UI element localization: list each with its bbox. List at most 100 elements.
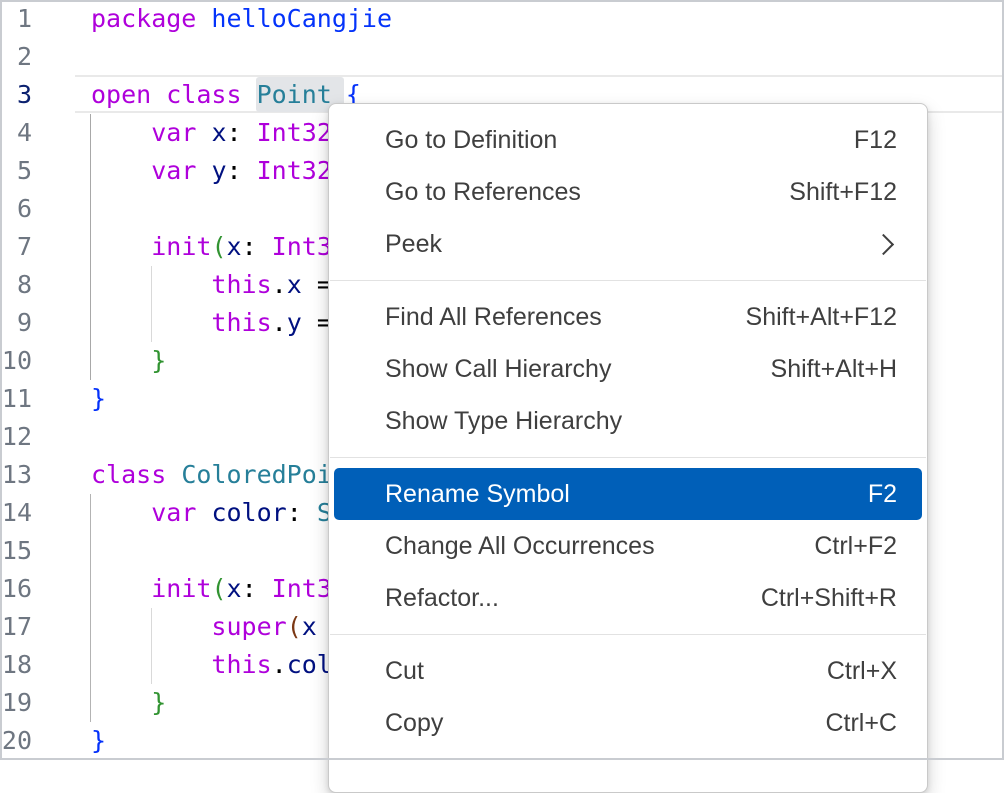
code-token: class [91, 460, 182, 489]
line-number: 17 [1, 612, 32, 641]
code-line-text: var y: Int32 [91, 152, 332, 190]
menu-item-label: Show Call Hierarchy [385, 354, 612, 383]
menu-separator [330, 280, 926, 281]
code-token [91, 156, 151, 185]
menu-item-shortcut: Ctrl+F2 [814, 531, 897, 560]
code-token: x [286, 270, 302, 299]
menu-group-references: Find All References Shift+Alt+F12 Show C… [334, 291, 922, 447]
code-token: : [241, 574, 272, 603]
code-token [91, 346, 151, 375]
menu-item-cut[interactable]: Cut Ctrl+X [334, 645, 922, 697]
menu-item-go-to-definition[interactable]: Go to Definition F12 [334, 114, 922, 166]
indent-guide [151, 608, 152, 684]
code-line: 10 } [0, 342, 1004, 380]
code-line-text: package helloCangjie [91, 0, 392, 38]
line-number: 2 [16, 42, 32, 71]
code-line: 2 [0, 38, 1004, 76]
line-number: 12 [1, 422, 32, 451]
code-token: Int3 [271, 574, 332, 603]
menu-item-rename-symbol[interactable]: Rename Symbol F2 [334, 468, 922, 520]
code-line-text: this.col [91, 646, 332, 684]
line-number: 11 [1, 384, 32, 413]
code-line-text: open class Point { [91, 76, 361, 114]
code-token: x [301, 612, 317, 641]
code-token: x [211, 118, 227, 147]
line-number: 18 [1, 650, 32, 679]
code-token: ( [286, 612, 302, 641]
code-token: : [286, 498, 317, 527]
code-token [91, 688, 151, 717]
menu-item-show-call-hierarchy[interactable]: Show Call Hierarchy Shift+Alt+H [334, 343, 922, 395]
code-token: Int3 [271, 232, 332, 261]
code-line-text: } [91, 342, 166, 380]
code-line: 20} [0, 722, 1004, 760]
menu-item-shortcut: Shift+F12 [789, 177, 897, 206]
code-token: helloCangjie [211, 4, 393, 33]
menu-item-peek[interactable]: Peek [334, 218, 922, 270]
code-line: 4 var x: Int32 [0, 114, 1004, 152]
menu-item-copy[interactable]: Copy Ctrl+C [334, 697, 922, 749]
line-number: 5 [16, 156, 32, 185]
code-token: { [345, 80, 361, 109]
code-token: : [241, 232, 272, 261]
line-number: 14 [1, 498, 32, 527]
code-line: 14 var color: S [0, 494, 1004, 532]
code-line: 17 super(x [0, 608, 1004, 646]
code-line-text: init(x: Int3 [91, 228, 332, 266]
line-number: 7 [16, 232, 32, 261]
line-number: 6 [16, 194, 32, 223]
code-token: open class [91, 80, 257, 109]
code-token: . [271, 308, 287, 337]
menu-item-shortcut: F2 [867, 479, 897, 508]
menu-item-shortcut: F12 [853, 125, 897, 154]
line-number: 4 [16, 118, 32, 147]
indent-guide [90, 114, 91, 380]
code-line: 11} [0, 380, 1004, 418]
line-number: 1 [16, 4, 32, 33]
code-line-text: } [91, 380, 106, 418]
menu-item-label: Change All Occurrences [385, 531, 655, 560]
menu-item-shortcut: Ctrl+Shift+R [760, 583, 897, 612]
menu-item-label: Copy [385, 708, 444, 737]
code-token: init [151, 574, 212, 603]
menu-item-find-all-references[interactable]: Find All References Shift+Alt+F12 [334, 291, 922, 343]
code-token: color [211, 498, 287, 527]
menu-item-refactor[interactable]: Refactor... Ctrl+Shift+R [334, 572, 922, 624]
menu-item-show-type-hierarchy[interactable]: Show Type Hierarchy [334, 395, 922, 447]
code-line-text: } [91, 684, 166, 722]
code-line-text: this.y = [91, 304, 331, 342]
code-token: x [226, 232, 242, 261]
menu-group-navigation: Go to Definition F12 Go to References Sh… [334, 114, 922, 270]
line-number: 20 [1, 726, 32, 755]
code-line: 12 [0, 418, 1004, 456]
code-token: var [151, 498, 212, 527]
code-token: var [151, 156, 212, 185]
line-number: 15 [1, 536, 32, 565]
menu-item-label: Cut [385, 656, 424, 685]
menu-separator [330, 457, 926, 458]
code-token: this [211, 650, 272, 679]
code-token [91, 612, 211, 641]
code-token: . [271, 270, 287, 299]
code-token: . [271, 650, 287, 679]
code-token: col [286, 650, 332, 679]
code-token: : [226, 156, 257, 185]
code-token: this [211, 308, 272, 337]
line-number: 9 [16, 308, 32, 337]
menu-item-label: Refactor... [385, 583, 499, 612]
code-token: init [151, 232, 212, 261]
code-token: y [286, 308, 302, 337]
code-line-text: init(x: Int3 [91, 570, 332, 608]
menu-item-go-to-references[interactable]: Go to References Shift+F12 [334, 166, 922, 218]
code-token: y [211, 156, 227, 185]
line-number: 8 [16, 270, 32, 299]
code-line-text: class ColoredPoi [91, 456, 332, 494]
menu-item-label: Go to References [385, 177, 581, 206]
line-number: 16 [1, 574, 32, 603]
code-token: var [151, 118, 212, 147]
menu-item-change-all-occurrences[interactable]: Change All Occurrences Ctrl+F2 [334, 520, 922, 572]
code-token [91, 232, 151, 261]
code-token: } [151, 346, 167, 375]
code-line: 18 this.col [0, 646, 1004, 684]
